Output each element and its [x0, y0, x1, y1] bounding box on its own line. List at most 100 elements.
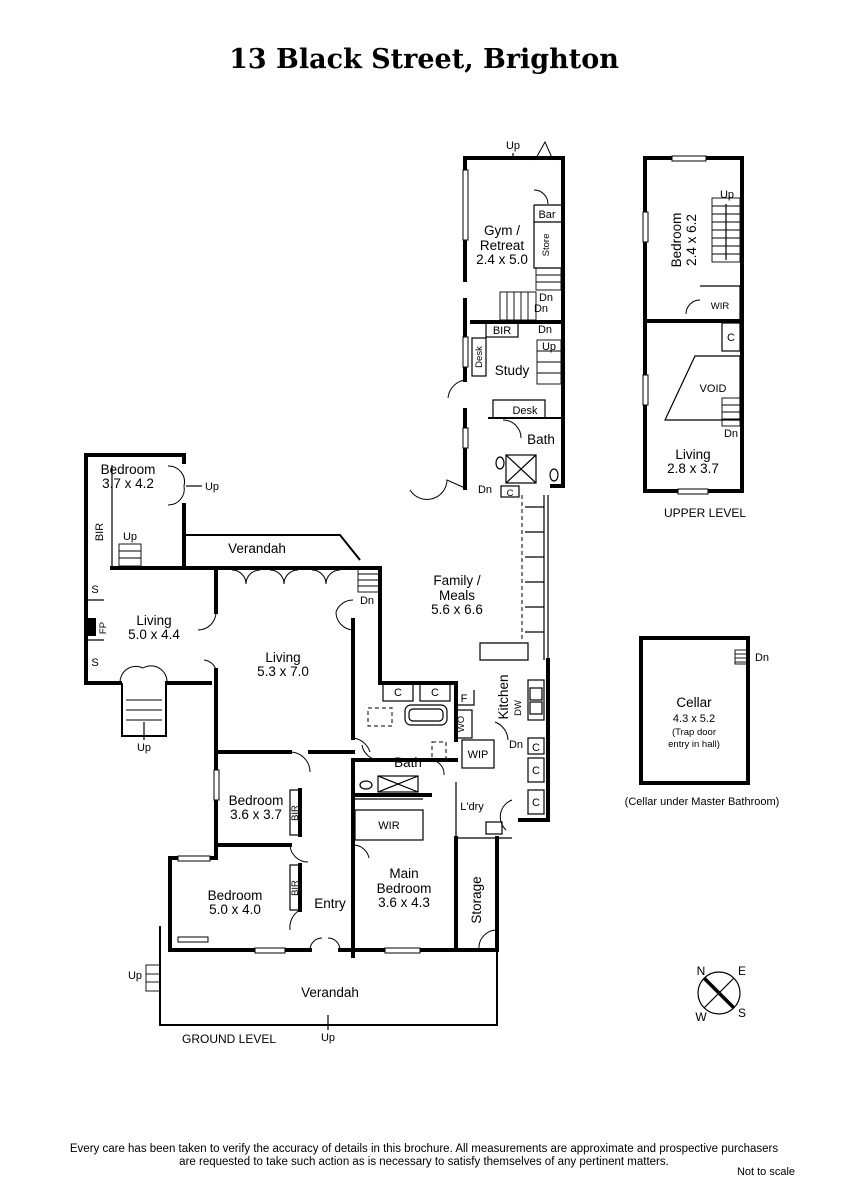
- compass: N E W S: [695, 964, 746, 1024]
- study-stairs: [536, 339, 562, 385]
- fp-label: FP: [98, 622, 109, 634]
- verandah-side-up-label: Up: [128, 970, 142, 982]
- compass-e-label: E: [738, 964, 746, 978]
- f-label: F: [461, 693, 468, 705]
- cellar-caption: (Cellar under Master Bathroom): [625, 796, 780, 808]
- ground-level-label: GROUND LEVEL: [182, 1032, 276, 1046]
- bath-ground-label: Bath: [394, 755, 422, 770]
- upper-living-dims: 2.8 x 3.7: [667, 461, 719, 476]
- c-label-0: C: [507, 488, 514, 499]
- gym-stairs: [499, 267, 562, 321]
- desk-2-label: Desk: [512, 405, 538, 417]
- family-name-1: Family /: [433, 573, 480, 588]
- upper-wir-label: WIR: [711, 301, 730, 312]
- disclaimer-line-2: are requested to take such action as is …: [179, 1156, 669, 1168]
- living-stair-dn-label: Dn: [360, 595, 374, 607]
- cellar-note-2: entry in hall): [668, 739, 720, 750]
- living-w-name: Living: [136, 613, 171, 628]
- bedroom-s2-name: Bedroom: [208, 888, 263, 903]
- c-label-4: C: [394, 687, 402, 699]
- ground-level-plan: Up Bar Store Gym / Retreat 2.4 x 5.0 Dn …: [84, 140, 565, 1046]
- cellar-name: Cellar: [676, 695, 712, 710]
- upper-bedroom-dims: 2.4 x 6.2: [684, 214, 699, 266]
- upper-living-name: Living: [675, 447, 710, 462]
- gym-stair-dn-label-1: Dn: [539, 292, 553, 304]
- bath-upper-dn-label: Dn: [478, 484, 492, 496]
- bir-s2-label: BIR: [290, 880, 301, 896]
- upper-c-label: C: [727, 332, 735, 344]
- upper-stair-up-label: Up: [720, 189, 734, 201]
- living-c-name: Living: [265, 650, 300, 665]
- living-c-dims: 5.3 x 7.0: [257, 664, 309, 679]
- entry-label: Entry: [314, 896, 346, 911]
- bedroom-nw-up-label: Up: [205, 481, 219, 493]
- bath-upper-label: Bath: [527, 432, 555, 447]
- gym-name-2: Retreat: [480, 238, 525, 253]
- bedroom-nw-dims: 3.7 x 4.2: [102, 476, 154, 491]
- nw-stair-up-label: Up: [123, 531, 137, 543]
- wo-label: WO: [456, 716, 467, 732]
- verandah-front-label: Verandah: [301, 985, 359, 1000]
- study-label: Study: [495, 363, 530, 378]
- bar-label: Bar: [538, 209, 555, 221]
- verandah-front-up-label: Up: [321, 1032, 335, 1044]
- store-label: Store: [541, 234, 552, 257]
- gym-stair-up-label: Up: [506, 140, 520, 152]
- compass-w-label: W: [695, 1010, 707, 1024]
- cellar-note-1: (Trap door: [672, 727, 716, 738]
- c-label-3: C: [532, 797, 540, 809]
- bedroom-s1-dims: 3.6 x 3.7: [230, 807, 282, 822]
- cellar-plan: Dn Cellar 4.3 x 5.2 (Trap door entry in …: [625, 636, 780, 808]
- storage-label: Storage: [469, 876, 484, 923]
- verandah-mid-label: Verandah: [228, 541, 286, 556]
- gym-stair-dn-label-3: Dn: [538, 324, 552, 336]
- family-dims: 5.6 x 6.6: [431, 602, 483, 617]
- bir-nw-label: BIR: [94, 523, 106, 541]
- compass-s-label: S: [738, 1006, 746, 1020]
- c-label-1: C: [532, 742, 540, 754]
- c-label-2: C: [532, 765, 540, 777]
- bay-window: [121, 683, 167, 740]
- nw-stairs: [118, 543, 142, 567]
- cellar-stair-dn-label: Dn: [755, 652, 769, 664]
- living-stairs: [357, 567, 381, 593]
- laundry-label: L'dry: [460, 801, 484, 813]
- page-title: 13 Black Street, Brighton: [229, 44, 619, 75]
- kitchen-dn-label: Dn: [509, 739, 523, 751]
- compass-n-label: N: [697, 964, 706, 978]
- wir-label: WIR: [378, 820, 399, 832]
- family-name-2: Meals: [439, 588, 475, 603]
- wip-label: WIP: [468, 749, 489, 761]
- s-top-label: S: [91, 584, 98, 596]
- main-bedroom-dims: 3.6 x 4.3: [378, 895, 430, 910]
- cellar-stairs: [734, 649, 748, 665]
- upper-living-stairs: [721, 397, 741, 427]
- disclaimer-line-1: Every care has been taken to verify the …: [70, 1143, 778, 1155]
- scale-note: Not to scale: [737, 1166, 795, 1178]
- bedroom-s2-dims: 5.0 x 4.0: [209, 902, 261, 917]
- bir-study-label: BIR: [493, 325, 511, 337]
- cellar-dims: 4.3 x 5.2: [673, 713, 715, 725]
- upper-stair-dn-label: Dn: [724, 428, 738, 440]
- desk-1-label: Desk: [474, 346, 485, 368]
- bedroom-nw-name: Bedroom: [101, 462, 156, 477]
- upper-bedroom-name: Bedroom: [669, 213, 684, 268]
- upper-level-label: UPPER LEVEL: [664, 506, 746, 520]
- study-stair-up-label: Up: [542, 341, 556, 353]
- gym-dims: 2.4 x 5.0: [476, 252, 528, 267]
- bay-up-label: Up: [137, 742, 151, 754]
- main-bedroom-name-2: Bedroom: [377, 881, 432, 896]
- c-label-5: C: [431, 687, 439, 699]
- living-w-dims: 5.0 x 4.4: [128, 627, 180, 642]
- gym-name-1: Gym /: [484, 223, 520, 238]
- bedroom-s1-name: Bedroom: [229, 793, 284, 808]
- gym-stair-dn-label-2: Dn: [534, 303, 548, 315]
- upper-level-plan: Up WIR Bedroom 2.4 x 6.2 C VOID Dn Livin…: [642, 155, 746, 520]
- bir-s1-label: BIR: [290, 805, 301, 821]
- s-bottom-label: S: [91, 657, 98, 669]
- upper-bedroom-stairs: [711, 197, 741, 263]
- kitchen-label: Kitchen: [496, 674, 511, 719]
- upper-void-label: VOID: [700, 383, 727, 395]
- main-bedroom-name-1: Main: [389, 866, 418, 881]
